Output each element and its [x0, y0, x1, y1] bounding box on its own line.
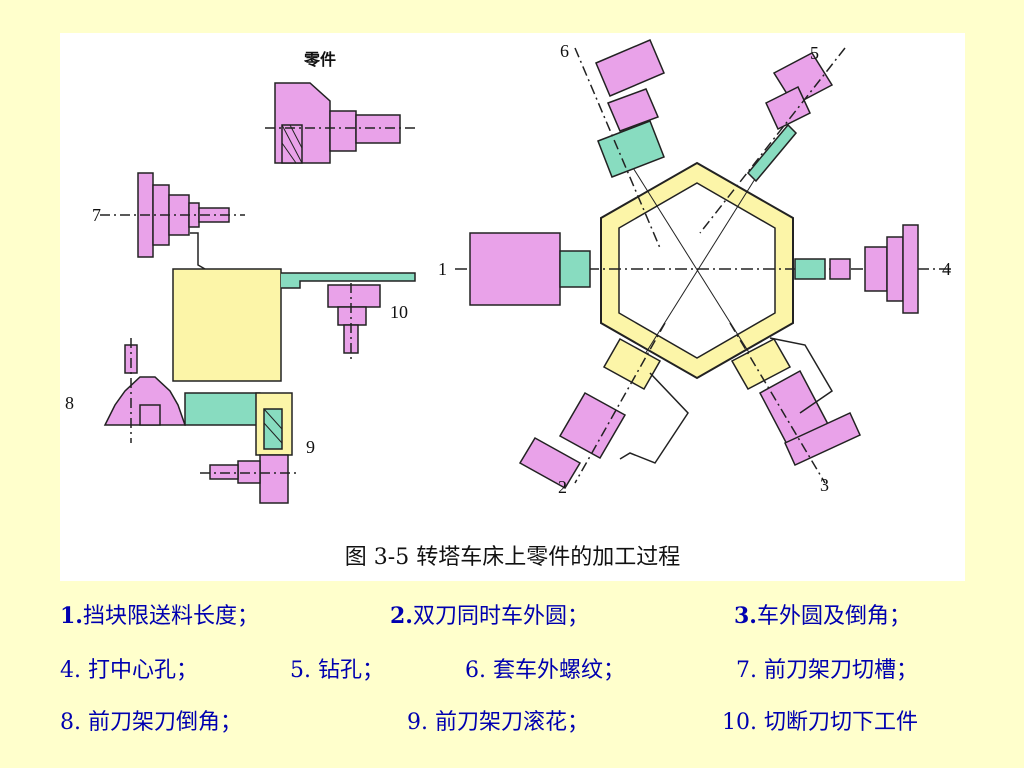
legend-item-10: 10. 切断刀切下工件 [722, 710, 918, 735]
part-label: 零件 [303, 50, 336, 69]
station-number-4: 4 [942, 259, 951, 279]
front-tool-post [172, 268, 282, 382]
station-number-2: 2 [558, 477, 567, 497]
station-9-tool [200, 392, 300, 504]
station-number-8: 8 [65, 393, 74, 413]
legend-item-1: 1.挡块限送料长度； [60, 603, 259, 629]
station-number-9: 9 [306, 437, 315, 457]
figure-caption: 图 3-5 转塔车床上零件的加工过程 [344, 545, 681, 570]
station-number-6: 6 [560, 41, 569, 61]
station-10-tool [327, 283, 381, 363]
station-7-tool [100, 172, 245, 258]
turret-lathe-diagram: 零件 7 10 [65, 39, 955, 504]
station-5-tool [699, 47, 846, 234]
hexagon-turret [455, 161, 955, 380]
station-number-7: 7 [92, 205, 101, 225]
station-number-10: 10 [390, 302, 408, 322]
station-8-tool [103, 338, 187, 443]
legend-item-4: 4. 打中心孔； [60, 658, 198, 683]
legend-item-5: 5. 钻孔； [290, 658, 384, 683]
station-4-tool [794, 224, 919, 314]
station-number-1: 1 [438, 259, 447, 279]
legend-item-6: 6. 套车外螺纹； [465, 658, 625, 683]
station-6-tool [574, 39, 665, 249]
legend-item-7: 7. 前刀架刀切槽； [736, 658, 918, 683]
station-3-tool [729, 322, 861, 484]
diagram-figure: 零件 7 10 [60, 33, 965, 581]
station-number-3: 3 [820, 475, 829, 495]
station-2-tool [518, 322, 689, 490]
legend-item-3: 3.车外圆及倒角； [734, 603, 911, 629]
station-1-stop [469, 232, 591, 306]
legend-item-2: 2.双刀同时车外圆； [390, 603, 589, 629]
station-number-5: 5 [810, 43, 819, 63]
part-drawing [265, 82, 415, 164]
legend-item-8: 8. 前刀架刀倒角； [60, 710, 242, 735]
legend-item-9: 9. 前刀架刀滚花； [407, 710, 589, 735]
